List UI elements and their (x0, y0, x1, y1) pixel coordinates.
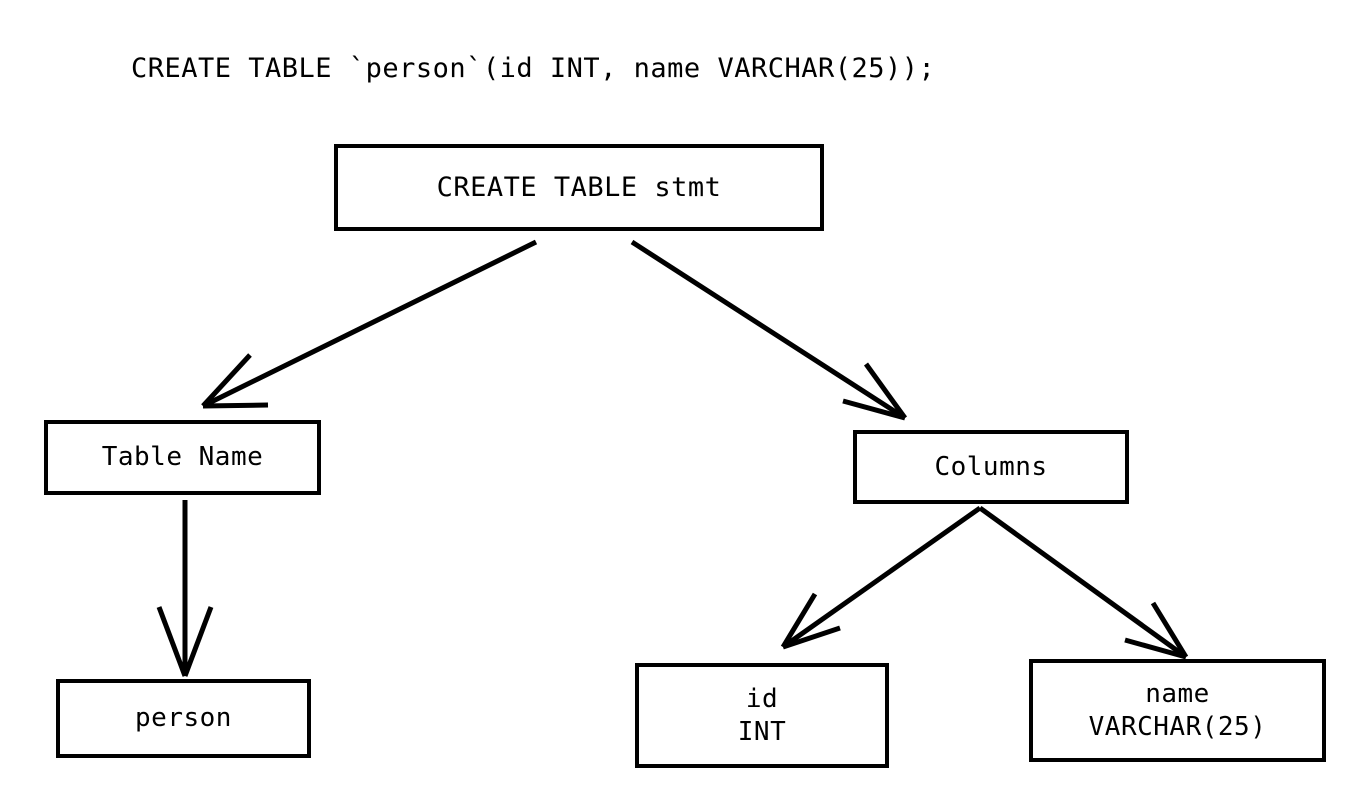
node-column-name[interactable]: name VARCHAR(25) (1029, 659, 1326, 762)
edge-table-name-to-person (156, 500, 214, 677)
edge-root-to-table-name (201, 239, 538, 409)
node-create-table-stmt[interactable]: CREATE TABLE stmt (334, 144, 824, 231)
edge-root-to-columns (630, 239, 908, 421)
node-label-type: INT (737, 716, 787, 747)
node-label: id (745, 683, 779, 714)
node-label-type: VARCHAR(25) (1088, 711, 1267, 742)
node-column-id[interactable]: id INT (635, 663, 889, 768)
edge-columns-to-name (978, 505, 1189, 660)
node-columns[interactable]: Columns (853, 430, 1129, 504)
node-label: person (135, 703, 232, 733)
node-person[interactable]: person (56, 679, 311, 758)
node-label: name (1145, 678, 1210, 709)
node-label: Table Name (101, 442, 264, 472)
node-label: Columns (934, 451, 1048, 482)
edge-columns-to-id (780, 505, 982, 650)
node-label: CREATE TABLE stmt (436, 172, 722, 203)
node-table-name[interactable]: Table Name (44, 420, 321, 495)
sql-statement-caption: CREATE TABLE `person`(id INT, name VARCH… (131, 53, 936, 84)
